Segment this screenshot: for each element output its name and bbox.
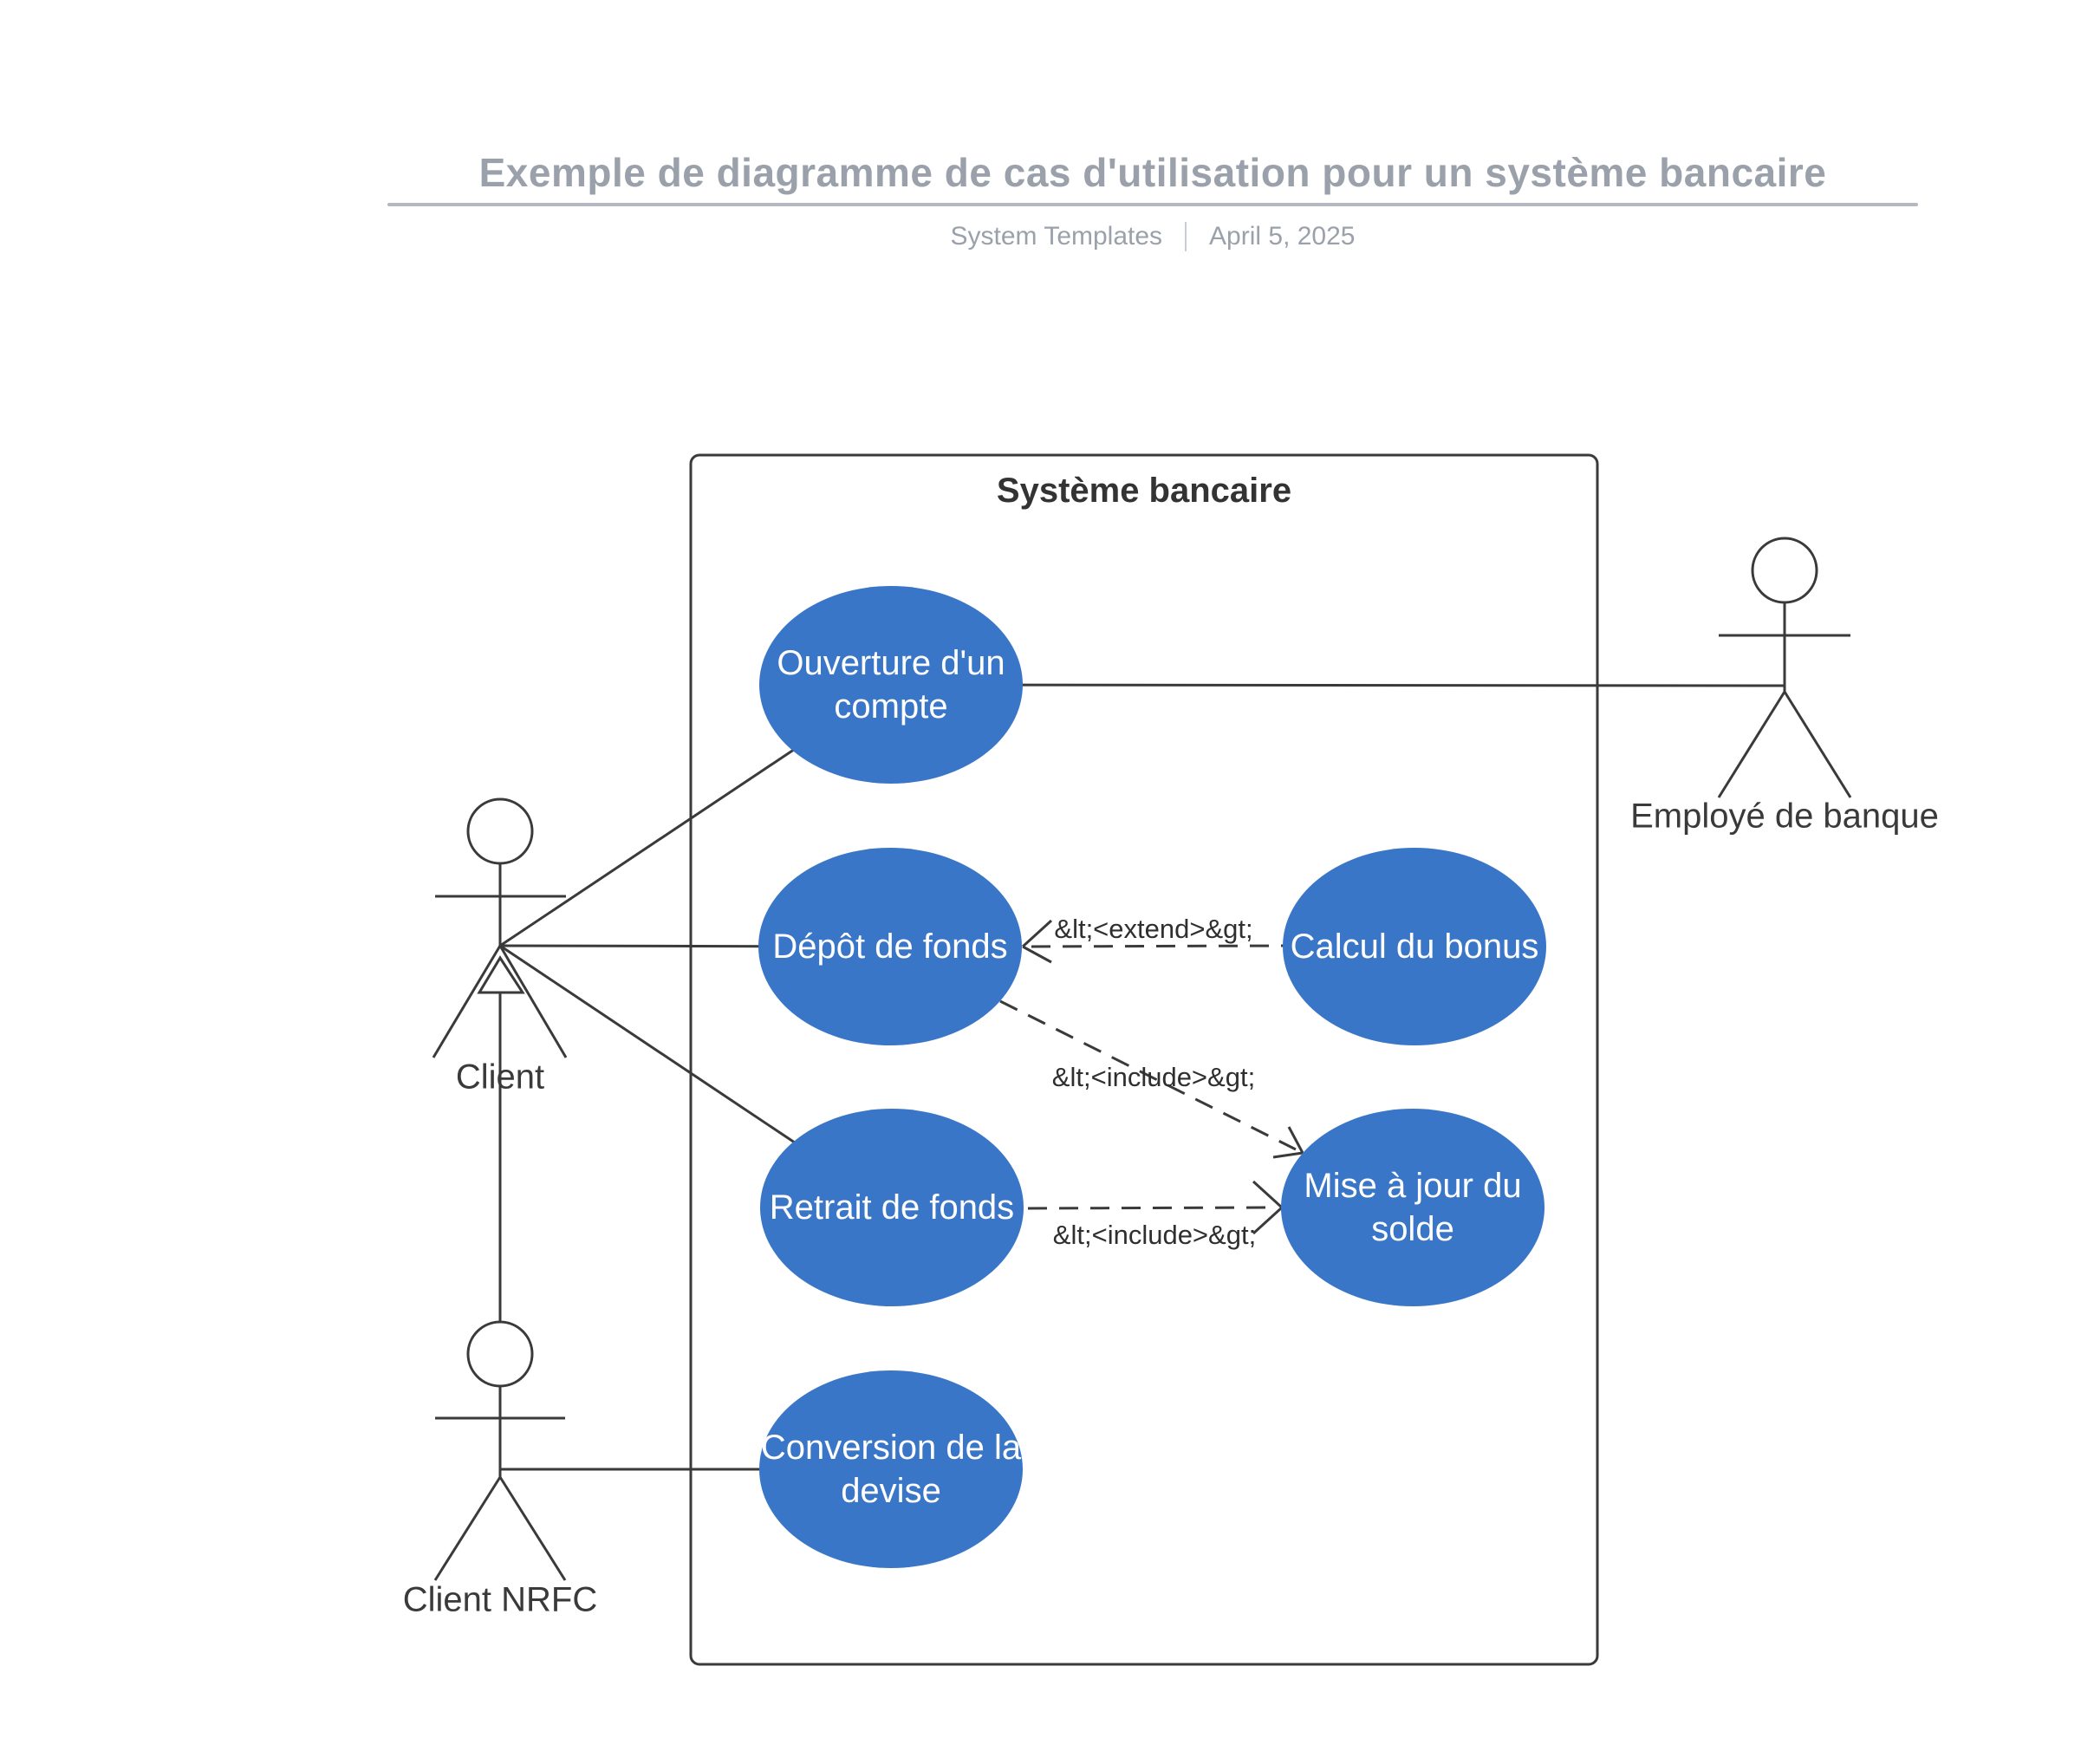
use-case-label-retrait: Retrait de fonds <box>769 1188 1015 1227</box>
actor-employe-figure <box>1717 537 1852 798</box>
page-title: Exemple de diagramme de cas d'utilisatio… <box>478 150 1827 195</box>
subtitle-date: April 5, 2025 <box>1209 222 1356 251</box>
subtitle-byline: System Templates <box>950 222 1163 251</box>
system-boundary-box <box>689 453 1599 1666</box>
actor-label-employe: Employé de banque <box>1630 797 1939 836</box>
use-case-ellipse-depot <box>758 848 1022 1045</box>
association-ouverture-employe <box>890 683 1785 687</box>
extend-label: &lt;<extend>&gt; <box>1054 914 1253 944</box>
actor-client-nrfc-head <box>466 1320 534 1388</box>
extend-arrow <box>1021 919 1286 964</box>
use-case-label-depot: Dépôt de fonds <box>772 928 1008 966</box>
title-underline <box>387 203 1918 206</box>
include-label-depot: &lt;<include>&gt; <box>1051 1062 1256 1092</box>
system-boundary-title: Système bancaire <box>996 472 1292 510</box>
use-case-ellipse-retrait <box>760 1109 1024 1306</box>
use-case-ellipse-ouverture <box>759 586 1023 784</box>
open-arrowhead-icon <box>1252 1180 1284 1209</box>
include-arrow-depot <box>999 999 1304 1159</box>
generalization-arrow <box>477 955 525 1322</box>
open-arrowhead-icon <box>1021 919 1053 948</box>
subtitle: System Templates April 5, 2025 <box>381 222 1924 251</box>
include-label-retrait: &lt;<include>&gt; <box>1052 1220 1257 1250</box>
use-case-label-conversion: Conversion de la devise <box>760 1429 1022 1510</box>
use-case-ellipse-conversion <box>759 1370 1023 1568</box>
subtitle-divider <box>1185 222 1187 251</box>
use-case-ellipse-mise-a-jour <box>1281 1109 1544 1306</box>
include-arrow-retrait <box>1027 1180 1284 1235</box>
actor-label-client-nrfc: Client NRFC <box>402 1580 598 1619</box>
actor-employe-head <box>1751 537 1818 604</box>
generalization-triangle-icon <box>477 955 525 994</box>
actor-client-nrfc-figure <box>433 1320 567 1581</box>
use-case-label-ouverture: Ouverture d'un compte <box>777 644 1005 726</box>
actor-client-figure <box>432 797 568 1058</box>
actor-client-head <box>466 797 534 865</box>
use-case-label-calcul-bonus: Calcul du bonus <box>1290 928 1539 966</box>
use-case-label-mise-a-jour: Mise à jour du solde <box>1304 1167 1522 1248</box>
use-case-ellipse-calcul-bonus <box>1283 848 1546 1045</box>
open-arrowhead-icon <box>1287 1126 1304 1154</box>
actor-label-client: Client <box>455 1058 545 1097</box>
